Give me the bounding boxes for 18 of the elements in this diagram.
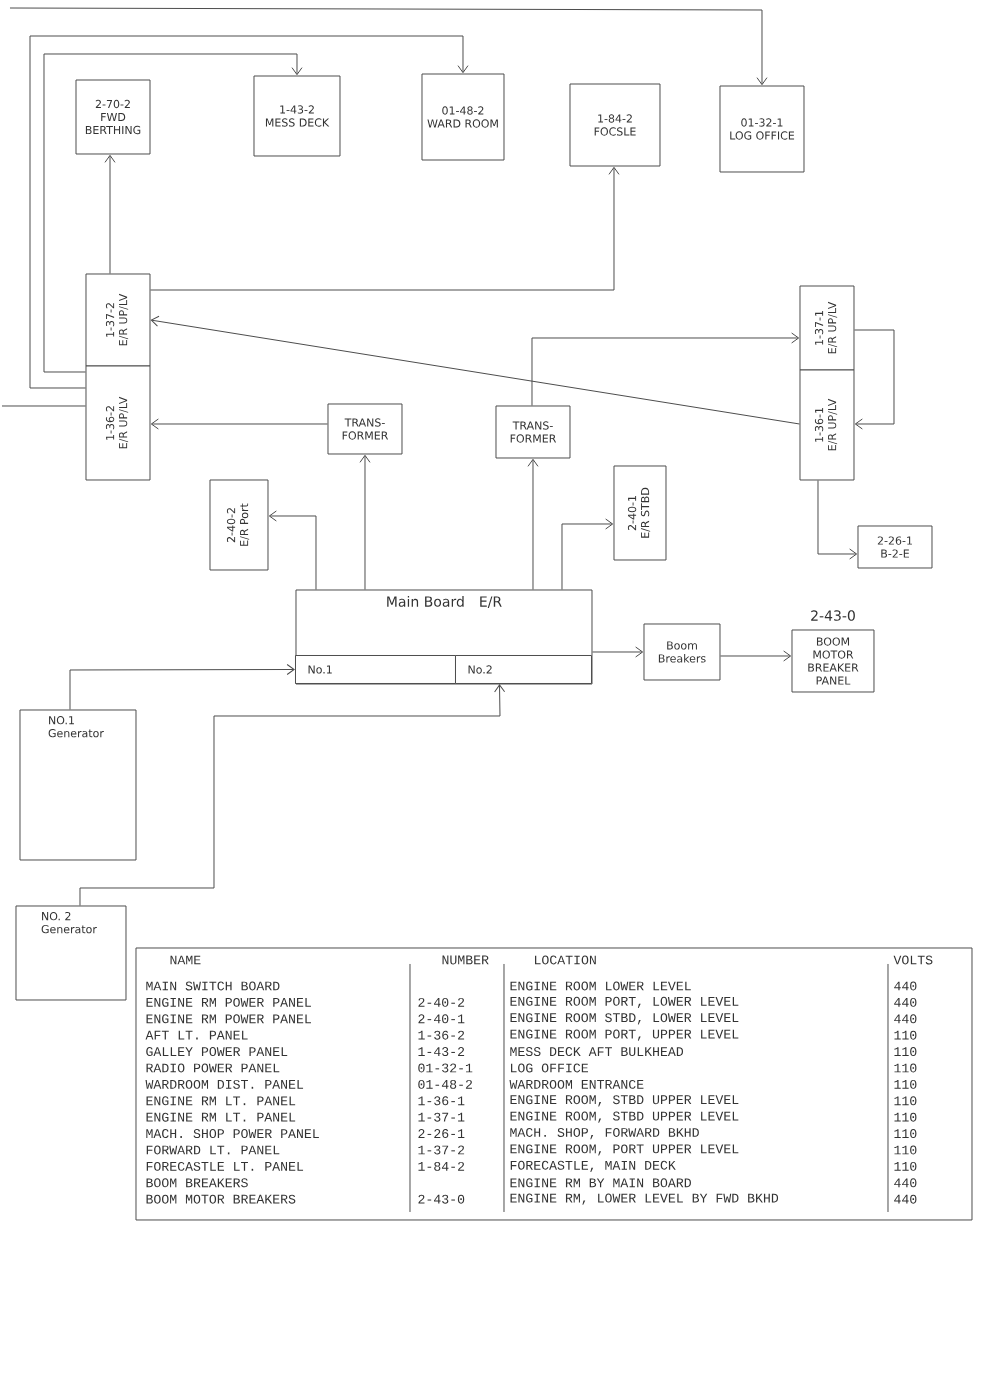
arrow xyxy=(9,7,768,86)
arrow xyxy=(29,35,469,389)
arrow xyxy=(43,53,303,373)
arrow xyxy=(592,646,644,658)
arrow xyxy=(527,458,539,590)
arrow xyxy=(531,332,800,406)
arrow xyxy=(359,454,371,590)
arrow xyxy=(69,664,295,710)
arrow xyxy=(104,154,116,274)
arrow xyxy=(854,329,895,430)
arrow xyxy=(561,518,614,590)
arrow xyxy=(79,684,506,906)
arrow xyxy=(817,480,858,560)
arrow xyxy=(150,418,328,430)
arrow xyxy=(720,650,792,662)
arrow xyxy=(150,166,620,291)
arrow xyxy=(268,510,317,590)
arrow xyxy=(150,315,800,425)
